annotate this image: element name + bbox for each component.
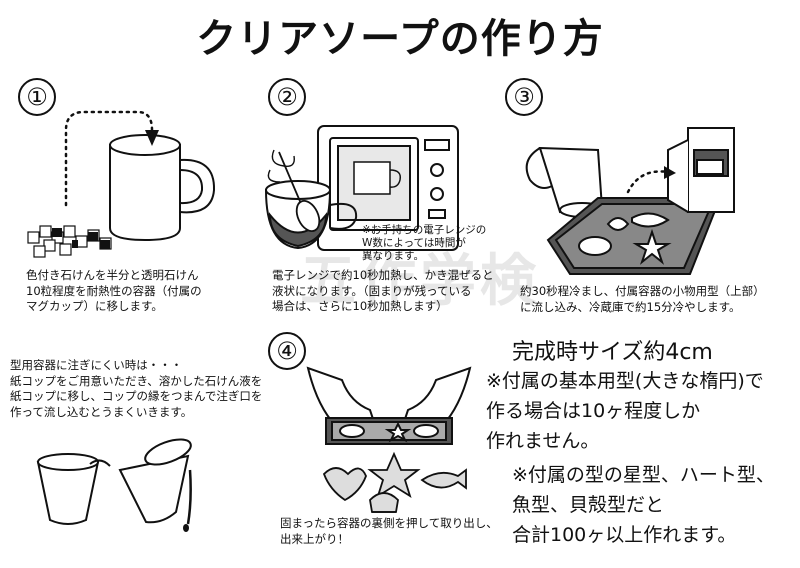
pouring-paper-cup-icon xyxy=(118,438,192,524)
step-3-text: 約30秒程冷まし、付属容器の小物用型（上部） に流し込み、冷蔵庫で約15分冷やし… xyxy=(520,284,765,314)
dotted-arrow-icon xyxy=(64,110,154,207)
condition-2-text: ※付属の型の星型、ハート型、 魚型、貝殻型だと 合計100ヶ以上作れます。 xyxy=(512,464,775,546)
tip-text: 型用容器に注ぎにくい時は・・・ 紙コップをご用意いただき、溶かした石けん液を 紙… xyxy=(10,358,263,419)
condition-1-text: ※付属の基本用型(大きな楕円)で 作る場合は10ヶ程度しか 作れません。 xyxy=(486,370,764,452)
mug-icon xyxy=(109,134,216,242)
page-title: クリアソープの作り方 xyxy=(196,16,604,62)
step-2-text: 電子レンジで約10秒加熱し、かき混ぜると 液状になります。（固まりが残っている … xyxy=(272,268,494,313)
soap-shapes-icon xyxy=(322,451,467,513)
watermark: 五作学検 xyxy=(300,249,540,314)
step-1-number: ① xyxy=(18,78,56,116)
step-4-number: ④ xyxy=(268,332,306,370)
step-2-note: ※お手持ちの電子レンジの W数によっては時間が 異なります。 xyxy=(362,224,487,262)
fridge-icon xyxy=(667,127,735,213)
dotted-arrow-icon xyxy=(626,170,670,194)
spoon-icon xyxy=(278,151,321,233)
size-text: 完成時サイズ約4cm xyxy=(512,340,713,365)
mold-tray-icon xyxy=(325,417,453,445)
step-1-text: 色付き石けんを半分と透明石けん 10粒程度を耐熱性の容器（付属の マグカップ）に… xyxy=(26,268,202,313)
mold-tray-icon xyxy=(546,197,722,275)
step-4-text: 固まったら容器の裏側を押して取り出し、 出来上がり！ xyxy=(280,516,498,546)
step-2-number: ② xyxy=(268,78,306,116)
arrow-head-icon xyxy=(145,130,159,146)
step-3-number: ③ xyxy=(505,78,543,116)
paper-cup-icon xyxy=(36,453,111,525)
